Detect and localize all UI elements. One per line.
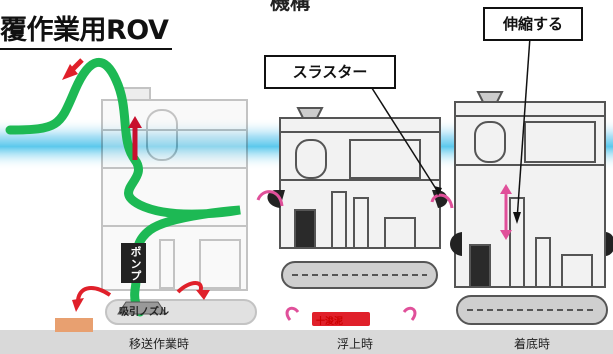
dredge-container xyxy=(312,312,370,326)
mechanism-heading: 機構 xyxy=(270,0,310,14)
extend-callout: 伸縮する xyxy=(483,7,583,41)
nozzle xyxy=(117,301,167,315)
seabed-strip xyxy=(0,330,613,354)
extend-arrowhead-top xyxy=(500,184,512,194)
suction-arrow-right xyxy=(176,281,203,294)
leg-left xyxy=(450,232,462,256)
rov-landed xyxy=(454,91,608,325)
suction-arrowhead-left xyxy=(72,298,84,312)
thruster-pointer xyxy=(369,84,439,193)
sediment-pile xyxy=(55,318,93,332)
outflow-arrowhead xyxy=(62,64,78,80)
extend-pointer-head xyxy=(513,212,521,224)
flow-up-arrowhead xyxy=(128,116,142,128)
pump-label: ポンプ xyxy=(129,246,142,282)
bubble-arrows-left xyxy=(285,306,300,321)
caption-transfer: 移送作業時 xyxy=(128,337,189,351)
rotate-arrow-left xyxy=(256,190,284,207)
bubble-arrows-right xyxy=(402,306,417,321)
leg-right xyxy=(606,232,613,256)
rov-ascending xyxy=(279,107,441,289)
dredge-label: 十浚泥 xyxy=(316,317,344,327)
thruster-pointer-head xyxy=(434,186,442,196)
suction-arrowhead-right xyxy=(196,290,210,300)
nozzle-label: 吸引ノズル xyxy=(119,307,169,318)
caption-ascending: 浮上時 xyxy=(336,337,373,351)
extend-arrowhead-bottom xyxy=(500,230,512,240)
thruster-callout: スラスター xyxy=(264,55,396,89)
suction-arrow-left xyxy=(76,286,112,301)
rotate-arrow-right xyxy=(430,193,454,209)
caption-landed: 着底時 xyxy=(513,337,550,351)
extend-pointer xyxy=(516,36,531,221)
page-title: 覆作業用ROV xyxy=(0,14,173,50)
pump-box xyxy=(121,243,146,283)
